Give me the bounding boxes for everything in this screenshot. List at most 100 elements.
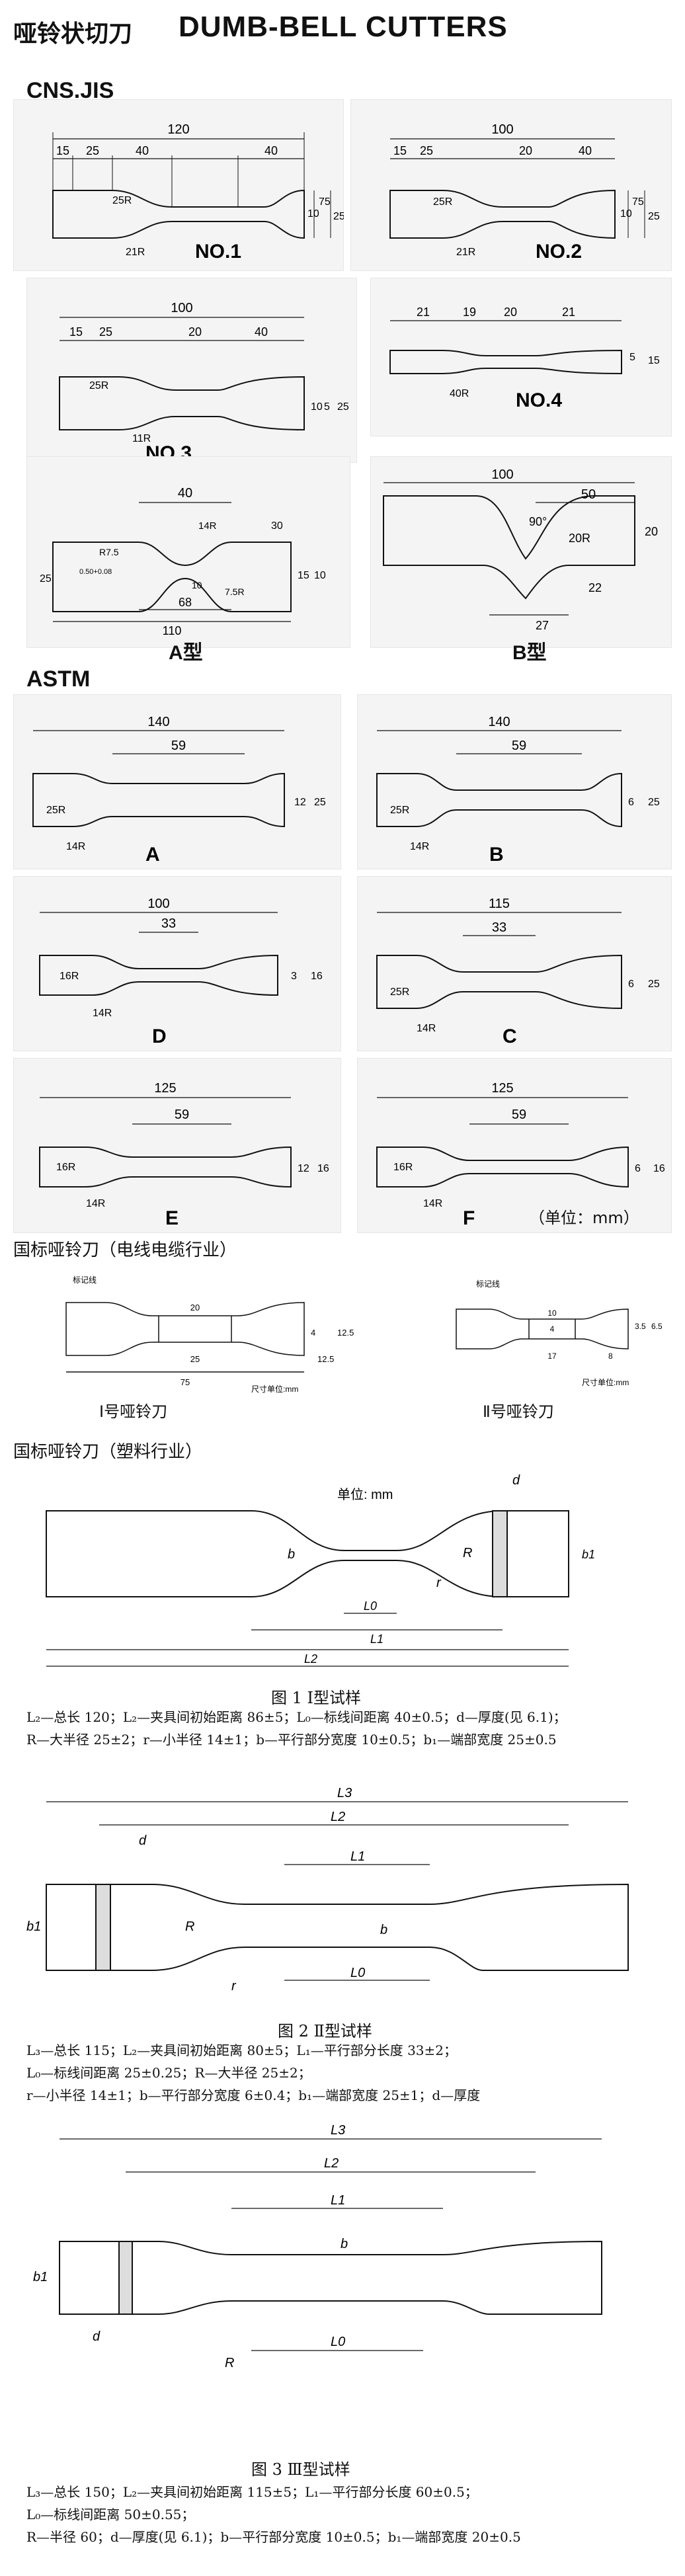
fig1-note-1: L₂—总长 120；L₂—夹具间初始距离 86±5；L₀—标线间距离 40±0.… <box>26 1709 567 1725</box>
no3-seg-3: 20 <box>188 325 202 339</box>
fig2-drawing: L3 L2 d L1 b R r L0 b1 <box>26 1786 629 1993</box>
gb-cable-title: 国标哑铃刀（电线电缆行业） <box>13 1240 237 1260</box>
astm-a-r2: 14R <box>66 841 85 852</box>
astm-b-h1: 6 <box>628 797 634 808</box>
cutter-no3-drawing: 100 15 25 20 40 25R 11R 10 5 25 NO.3 <box>59 301 349 464</box>
astm-f-dim-1: 125 <box>491 1081 513 1096</box>
fig2-r: r <box>231 1979 237 1993</box>
gb-i-d6: 12.5 <box>337 1328 354 1338</box>
no2-label: NO.2 <box>536 241 582 262</box>
no3-radius-large: 25R <box>89 380 108 391</box>
gb-ii-d1: 10 <box>547 1308 557 1318</box>
astm-d-label: D <box>152 1026 167 1047</box>
fig3-d: d <box>93 2329 101 2344</box>
fig2-R: R <box>185 1919 194 1934</box>
gb-cable-ii-drawing: 标记线 10 17 4 8 3.5 6.5 尺寸单位:mm <box>456 1279 663 1387</box>
astm-b-panel: 140 59 25R 14R 6 25 B <box>357 694 672 869</box>
astm-c-h1: 6 <box>628 979 634 990</box>
astm-c-dim-2: 33 <box>492 920 506 935</box>
section-astm: ASTM <box>26 666 91 692</box>
astm-b-dim-2: 59 <box>512 739 526 753</box>
no4-radius: 40R <box>450 388 469 399</box>
astm-a-dim-2: 59 <box>171 739 186 753</box>
astm-c-label: C <box>503 1026 517 1047</box>
fig1-panel: 单位: mm d b R r L0 L1 L2 b1 <box>26 1465 661 1683</box>
gb-i-mark: 标记线 <box>73 1275 97 1285</box>
gb-i-d1: 20 <box>190 1303 200 1312</box>
astm-a-h1: 12 <box>294 797 306 808</box>
no1-h-2: 75 <box>319 196 331 208</box>
astm-f-h1: 6 <box>635 1163 641 1174</box>
gb-i-d3: 75 <box>181 1377 190 1387</box>
b-type-d2: 27 <box>536 619 549 632</box>
astm-b-label: B <box>489 844 504 865</box>
no4-h-1: 5 <box>629 352 635 363</box>
b-type-top-1: 100 <box>491 467 513 482</box>
no2-h-3: 25 <box>648 211 660 222</box>
astm-f-drawing: 125 59 16R 14R 6 16 F <box>376 1081 665 1229</box>
b-type-right: 20 <box>645 525 658 538</box>
fig2-b: b <box>380 1923 387 1937</box>
astm-d-h2: 16 <box>311 971 323 982</box>
astm-d-h1: 3 <box>291 971 297 982</box>
a-type-d4: 10 <box>314 570 326 581</box>
fig2-L3: L3 <box>337 1786 352 1800</box>
fig1-caption: 图 1 Ⅰ型试样 <box>271 1689 362 1707</box>
astm-f-h2: 16 <box>653 1163 665 1174</box>
gb-plastic-title: 国标哑铃刀（塑料行业） <box>13 1442 203 1462</box>
astm-b-r1: 25R <box>390 805 409 816</box>
fig3-L0: L0 <box>331 2335 345 2349</box>
fig3-note-1: L₃—总长 150；L₂—夹具间初始距离 115±5；L₁—平行部分长度 60±… <box>26 2484 478 2500</box>
astm-unit-note: （单位：mm） <box>529 1209 639 1227</box>
astm-b-dim-1: 140 <box>488 715 510 729</box>
no4-seg-3: 20 <box>504 305 517 319</box>
cutter-no3-panel: 100 15 25 20 40 25R 11R 10 5 25 NO.3 <box>26 278 357 464</box>
a-type-d1: 30 <box>271 520 283 532</box>
cutter-b-type-panel: 100 50 90° 20R 20 22 27 <box>370 456 672 648</box>
astm-e-dim-1: 125 <box>154 1081 176 1096</box>
a-type-top: 40 <box>178 486 192 501</box>
astm-b-drawing: 140 59 25R 14R 6 25 B <box>376 715 660 865</box>
section-cns-jis: CNS.JIS <box>26 78 114 103</box>
no4-seg-1: 21 <box>417 305 430 319</box>
no1-label: NO.1 <box>195 241 241 262</box>
astm-e-label: E <box>165 1207 179 1229</box>
no1-seg-1: 15 <box>56 144 69 157</box>
no4-h-2: 15 <box>648 355 660 366</box>
fig1-L2: L2 <box>304 1652 317 1666</box>
no1-top-dim: 120 <box>167 122 189 137</box>
fig2-d: d <box>139 1833 147 1848</box>
gb-i-unit: 尺寸单位:mm <box>251 1384 298 1394</box>
title-chinese: 哑铃状切刀 <box>13 20 133 48</box>
astm-c-dim-1: 115 <box>489 897 510 911</box>
no1-radius-large: 25R <box>112 195 132 206</box>
cutter-b-type-drawing: 100 50 90° 20R 20 22 27 <box>383 467 658 632</box>
astm-e-panel: 125 59 16R 14R 12 16 E <box>13 1058 341 1233</box>
a-type-r3: 7.5R <box>225 586 245 597</box>
a-type-label: A型 <box>169 642 203 664</box>
astm-c-r1: 25R <box>390 986 409 998</box>
gb-ii-mark: 标记线 <box>476 1279 500 1289</box>
astm-a-panel: 140 59 25R 14R 12 25 A <box>13 694 341 869</box>
astm-a-dim-1: 140 <box>147 715 169 729</box>
astm-e-drawing: 125 59 16R 14R 12 16 E <box>39 1081 329 1229</box>
fig1-drawing: 单位: mm d b R r L0 L1 L2 b1 <box>46 1473 595 1667</box>
no1-h-3: 25 <box>333 211 344 222</box>
astm-e-r2: 14R <box>86 1198 105 1209</box>
gb-ii-d5: 3.5 <box>635 1322 646 1331</box>
astm-c-drawing: 115 33 25R 14R 6 25 C <box>376 897 660 1047</box>
astm-d-drawing: 100 33 16R 14R 3 16 D <box>39 897 323 1047</box>
astm-e-h2: 16 <box>317 1163 329 1174</box>
fig1-b1: b1 <box>582 1548 595 1561</box>
fig1-unit: 单位: mm <box>337 1487 393 1502</box>
fig3-L2: L2 <box>324 2156 339 2171</box>
fig3-caption: 图 3 Ⅲ型试样 <box>251 2460 350 2479</box>
fig2-note-2: L₀—标线间距离 25±0.25；R—大半径 25±2； <box>26 2065 311 2081</box>
astm-a-drawing: 140 59 25R 14R 12 25 A <box>32 715 326 865</box>
no1-radius-small: 21R <box>126 247 145 258</box>
gb-cable-ii-label: Ⅱ号哑铃刀 <box>483 1402 554 1421</box>
astm-a-h2: 25 <box>314 797 326 808</box>
fig2-L0: L0 <box>350 1966 365 1980</box>
b-type-label: B型 <box>512 642 547 664</box>
fig2-L1: L1 <box>350 1849 365 1864</box>
